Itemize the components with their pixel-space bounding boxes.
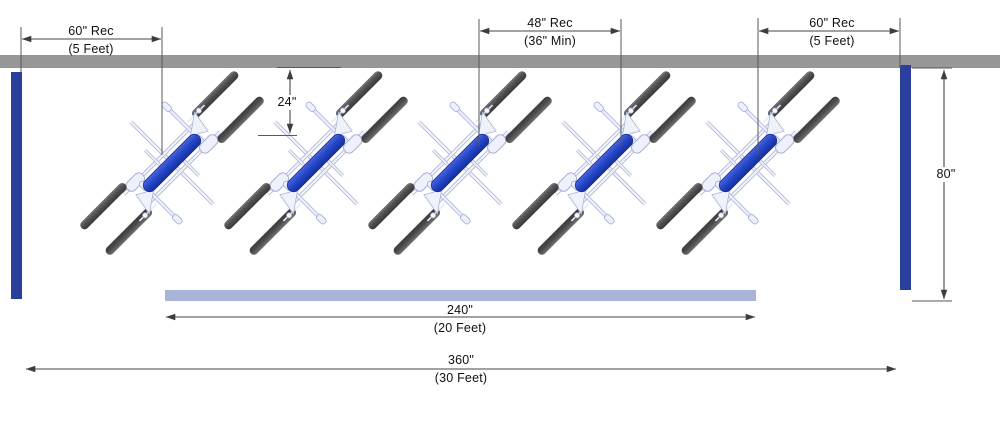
aisle-stripe xyxy=(165,290,756,301)
dim-aisle-length-sub: (20 Feet) xyxy=(433,321,487,335)
dim-overall-length-sub: (30 Feet) xyxy=(434,371,488,385)
dim-left-clearance-sub: (5 Feet) xyxy=(68,42,114,56)
dim-stall-depth: 80" xyxy=(933,167,959,182)
dim-overall-length-main: 360" xyxy=(447,353,475,367)
dim-aisle-length-main: 240" xyxy=(446,303,474,317)
dim-right-clearance-main: 60" Rec xyxy=(809,16,855,30)
dim-stall-spacing-sub: (36" Min) xyxy=(523,34,577,48)
dim-right-clearance-sub: (5 Feet) xyxy=(809,34,855,48)
wall-bar xyxy=(0,55,1000,68)
dim-wall-offset: 24" xyxy=(274,95,300,110)
dim-left-clearance-main: 60" Rec xyxy=(68,24,114,38)
right-end-post xyxy=(900,65,911,290)
dim-stall-spacing-main: 48" Rec xyxy=(527,16,573,30)
left-end-post xyxy=(11,72,22,299)
